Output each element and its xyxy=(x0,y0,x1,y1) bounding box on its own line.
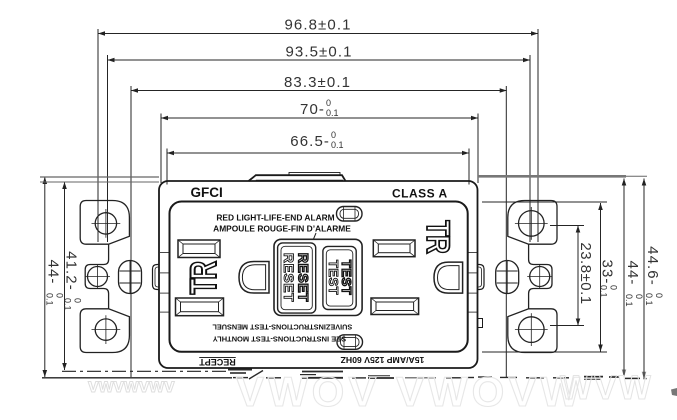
svg-text:AMPOULE ROUGE-FIN D’ALARME: AMPOULE ROUGE-FIN D’ALARME xyxy=(213,223,351,233)
svg-text:0: 0 xyxy=(654,293,664,298)
svg-text:44-: 44- xyxy=(624,261,641,286)
svg-text:66.5-: 66.5- xyxy=(290,133,330,150)
svg-text:0.1: 0.1 xyxy=(624,294,634,307)
svg-text:41.2-: 41.2- xyxy=(63,251,80,291)
svg-text:RESET: RESET xyxy=(296,253,312,302)
svg-text:RESET: RESET xyxy=(281,253,297,302)
svg-text:44.6-: 44.6- xyxy=(644,246,661,286)
svg-text:0: 0 xyxy=(55,293,65,298)
svg-text:96.8±0.1: 96.8±0.1 xyxy=(284,17,351,34)
svg-text:0: 0 xyxy=(73,298,83,303)
svg-text:WVW: WVW xyxy=(560,369,653,407)
svg-text:RED LIGHT-LIFE-END ALARM: RED LIGHT-LIFE-END ALARM xyxy=(216,213,334,223)
svg-text:TR: TR xyxy=(183,261,225,295)
svg-text:TR: TR xyxy=(419,220,455,253)
svg-text:0: 0 xyxy=(331,130,336,140)
svg-text:SEE INSTRUCTIONS-TEST MONTHLY: SEE INSTRUCTIONS-TEST MONTHLY xyxy=(213,334,346,343)
svg-text:0.1: 0.1 xyxy=(599,285,609,298)
svg-text:0: 0 xyxy=(326,98,331,108)
svg-text:0.1: 0.1 xyxy=(644,293,654,306)
svg-text:VWOV VWOVW: VWOV VWOVW xyxy=(236,368,584,415)
svg-text:TEST: TEST xyxy=(326,260,341,295)
svg-text:0: 0 xyxy=(634,294,644,299)
svg-text:RECEPT: RECEPT xyxy=(199,357,236,367)
svg-text:33-: 33- xyxy=(599,260,616,285)
svg-text:70-: 70- xyxy=(300,101,325,118)
svg-text:GFCI: GFCI xyxy=(191,185,223,200)
svg-text:23.8±0.1: 23.8±0.1 xyxy=(577,242,594,304)
svg-text:SUIVEZINSTRUCTIONS-TEST MENSUE: SUIVEZINSTRUCTIONS-TEST MENSUEL xyxy=(212,323,352,332)
svg-text:vwvwvwv: vwvwvwv xyxy=(88,376,175,397)
svg-text:0.1: 0.1 xyxy=(326,108,339,118)
svg-text:83.3±0.1: 83.3±0.1 xyxy=(284,74,351,91)
svg-text:0.1: 0.1 xyxy=(45,293,55,306)
svg-text:44-: 44- xyxy=(45,260,62,285)
svg-text:0.1: 0.1 xyxy=(331,140,344,150)
svg-text:CLASS A: CLASS A xyxy=(392,187,448,201)
svg-text:0: 0 xyxy=(609,285,619,290)
svg-text:TEST: TEST xyxy=(339,260,354,295)
svg-text:0.1: 0.1 xyxy=(63,298,73,311)
svg-text:15A/AMP 125V 60HZ: 15A/AMP 125V 60HZ xyxy=(340,355,425,365)
svg-text:93.5±0.1: 93.5±0.1 xyxy=(285,44,352,61)
